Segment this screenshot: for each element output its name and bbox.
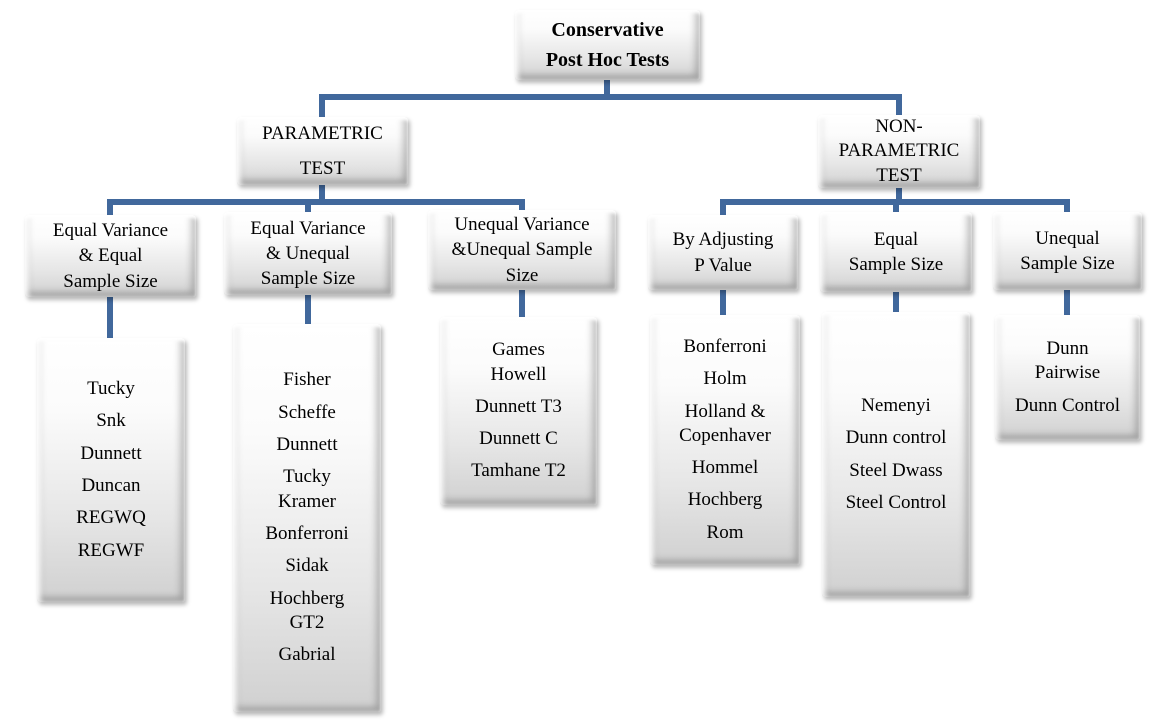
test-item: Tamhane T2 <box>471 460 566 482</box>
branch-parametric-node: PARAMETRIC TEST <box>237 117 408 185</box>
test-item: Dunnett T3 <box>475 395 562 417</box>
connector-drop-parametric <box>319 94 325 118</box>
test-item: REGWF <box>77 539 145 561</box>
test-item: Fisher <box>283 369 331 391</box>
connector-leaf-stub-5 <box>893 292 899 312</box>
header-unequal-variance-unequal-n: Unequal Variance &Unequal Sample Size <box>428 210 616 290</box>
header-by-adjusting-p-value: By Adjusting P Value <box>648 215 798 290</box>
test-item: Games Howell <box>490 339 547 385</box>
test-item: Dunn control <box>845 427 947 449</box>
header-equal-variance-unequal-n: Equal Variance & Unequal Sample Size <box>224 212 392 295</box>
connector-leaf-stub-6 <box>1064 290 1070 315</box>
connector-drop-group1 <box>107 199 113 216</box>
connector-leaf-stub-1 <box>107 297 113 338</box>
test-item: Rom <box>706 521 744 543</box>
test-item: Tucky Kramer <box>277 466 337 512</box>
connector-drop-group2 <box>305 199 311 213</box>
branch-nonparametric-node: NON- PARAMETRIC TEST <box>818 115 980 188</box>
header-equal-variance-equal-n: Equal Variance & Equal Sample Size <box>25 215 196 297</box>
test-item: Tucky <box>87 378 135 400</box>
test-item: REGWQ <box>76 507 146 529</box>
root-node: Conservative Post Hoc Tests <box>515 10 700 80</box>
test-item: Bonferroni <box>683 335 767 357</box>
header-equal-sample-size: Equal Sample Size <box>820 212 972 292</box>
connector-drop-group4 <box>720 199 726 216</box>
test-item: Holland & Copenhaver <box>679 400 771 446</box>
connector-drop-group3 <box>519 199 525 211</box>
connector-title-stub <box>604 80 610 96</box>
test-item: Snk <box>96 410 126 432</box>
test-item: Hommel <box>691 457 759 479</box>
tests-equal-sample-size: Nemenyi Dunn control Steel Dwass Steel C… <box>822 312 970 597</box>
tests-equal-variance-unequal-n: Fisher Scheffe Dunnett Tucky Kramer Bonf… <box>233 324 381 712</box>
connector-nonparametric-stub <box>896 188 902 201</box>
test-item: Gabrial <box>278 644 336 666</box>
test-item: Bonferroni <box>265 523 349 544</box>
connector-drop-group6 <box>1064 199 1070 213</box>
connector-parametric-bar <box>107 199 525 205</box>
test-item: Hochberg GT2 <box>269 587 345 633</box>
test-item: Hochberg <box>687 489 763 511</box>
test-item: Holm <box>703 368 747 390</box>
connector-drop-group5 <box>893 199 899 213</box>
test-item: Dunn Pairwise <box>1034 338 1101 384</box>
tests-unequal-sample-size: Dunn Pairwise Dunn Control <box>995 315 1140 440</box>
test-item: Steel Dwass <box>849 459 943 481</box>
test-item: Steel Control <box>845 491 947 513</box>
connector-drop-nonparametric <box>896 94 902 116</box>
test-item: Sidak <box>285 555 329 577</box>
connector-top-bar <box>319 94 902 100</box>
test-item: Dunn Control <box>1014 394 1121 416</box>
connector-leaf-stub-3 <box>519 290 525 317</box>
header-unequal-sample-size: Unequal Sample Size <box>993 212 1142 290</box>
tests-unequal-variance-unequal-n: Games Howell Dunnett T3 Dunnett C Tamhan… <box>440 317 597 505</box>
test-item: Scheffe <box>278 401 336 423</box>
test-item: Dunnett <box>80 442 142 464</box>
tests-equal-variance-equal-n: Tucky Snk Dunnett Duncan REGWQ REGWF <box>37 338 185 602</box>
connector-parametric-stub <box>319 185 325 201</box>
test-item: Duncan <box>81 475 141 496</box>
tests-by-adjusting-p-value: Bonferroni Holm Holland & Copenhaver Hom… <box>650 315 800 565</box>
test-item: Dunnett <box>276 434 338 456</box>
test-item: Dunnett C <box>479 428 558 450</box>
test-item: Nemenyi <box>861 394 931 416</box>
connector-leaf-stub-2 <box>305 295 311 325</box>
connector-leaf-stub-4 <box>720 290 726 315</box>
